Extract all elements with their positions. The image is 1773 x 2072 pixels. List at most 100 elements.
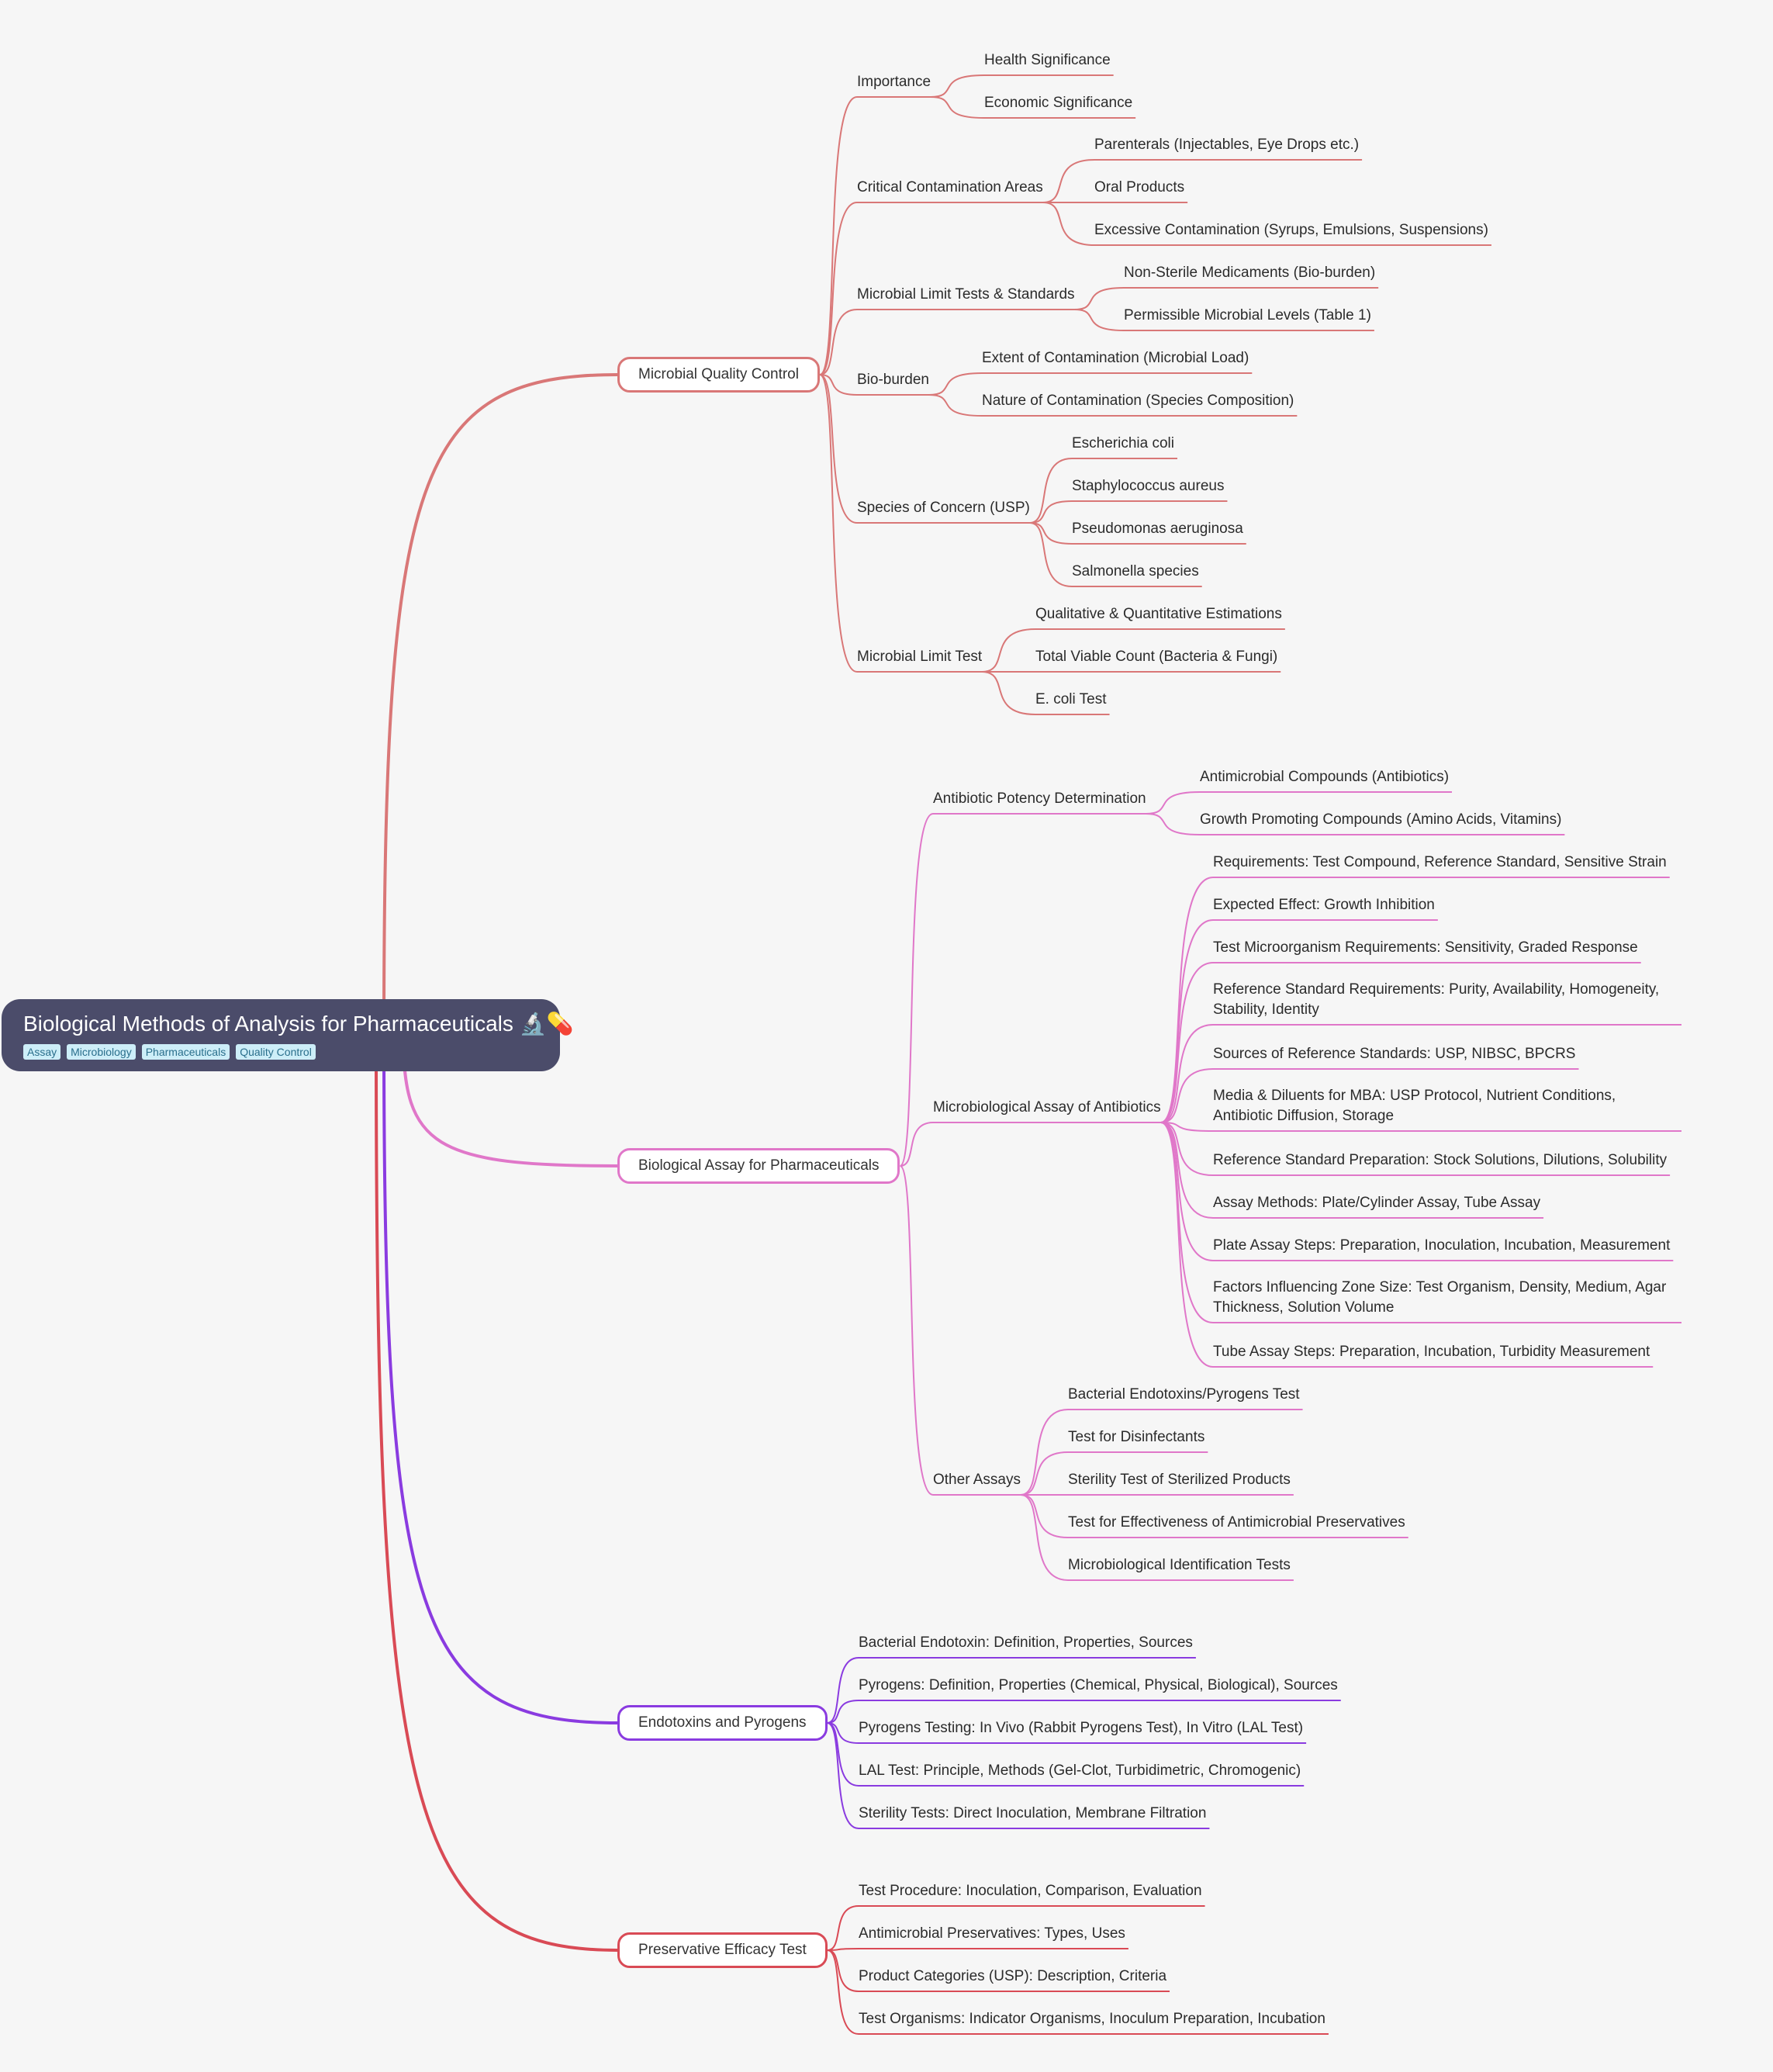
- edge-node-other-assays-link: [899, 1165, 934, 1496]
- node-microbial-limit-test[interactable]: Microbial Limit Test: [857, 649, 983, 665]
- leaf-sterility-tests[interactable]: Sterility Tests: Direct Inoculation, Mem…: [859, 1805, 1207, 1821]
- leaf-mba-test-microorganism[interactable]: Test Microorganism Requirements: Sensiti…: [1213, 939, 1638, 956]
- leaf-mba-reference-standard-requirements[interactable]: Reference Standard Requirements: Purity,…: [1213, 981, 1660, 1018]
- tag-quality-control[interactable]: Quality Control: [236, 1044, 316, 1060]
- leaf-test-for-disinfectants[interactable]: Test for Disinfectants: [1068, 1429, 1205, 1445]
- edge-leaf-mba-zone-size-factors-link: [1160, 1122, 1214, 1323]
- leaf-mba-reference-preparation[interactable]: Reference Standard Preparation: Stock So…: [1213, 1152, 1668, 1168]
- leaf-excessive-contamination[interactable]: Excessive Contamination (Syrups, Emulsio…: [1094, 222, 1488, 238]
- leaf-nature-of-contamination[interactable]: Nature of Contamination (Species Composi…: [982, 393, 1294, 409]
- leaf-bacterial-endotoxins-test[interactable]: Bacterial Endotoxins/Pyrogens Test: [1068, 1386, 1300, 1403]
- edge-leaf-pyrogens-testing-link: [827, 1722, 859, 1744]
- leaf-salmonella-species[interactable]: Salmonella species: [1072, 563, 1199, 579]
- leaf-mba-assay-methods[interactable]: Assay Methods: Plate/Cylinder Assay, Tub…: [1213, 1195, 1541, 1211]
- leaf-lal-test[interactable]: LAL Test: Principle, Methods (Gel-Clot, …: [859, 1762, 1301, 1779]
- node-antibiotic-potency[interactable]: Antibiotic Potency Determination: [933, 790, 1146, 807]
- leaf-staphylococcus-aureus[interactable]: Staphylococcus aureus: [1072, 478, 1225, 494]
- edge-leaf-mba-reference-standard-requirements-link: [1160, 1024, 1214, 1123]
- edge-node-microbiological-assay-link: [900, 1122, 934, 1167]
- node-microbial-limit-tests-standards[interactable]: Microbial Limit Tests & Standards: [857, 286, 1075, 303]
- edge-leaf-escherichia-coli-link: [1029, 458, 1073, 524]
- edge-leaf-staphylococcus-aureus-link: [1029, 500, 1073, 524]
- edge-node-antibiotic-potency-link: [899, 813, 934, 1167]
- leaf-mba-zone-size-factors[interactable]: Factors Influencing Zone Size: Test Orga…: [1213, 1279, 1667, 1316]
- leaf-growth-promoting-compounds[interactable]: Growth Promoting Compounds (Amino Acids,…: [1200, 811, 1562, 828]
- tag-assay[interactable]: Assay: [23, 1044, 61, 1060]
- tag-microbiology[interactable]: Microbiology: [67, 1044, 136, 1060]
- leaf-economic-significance[interactable]: Economic Significance: [984, 95, 1133, 111]
- leaf-test-organisms[interactable]: Test Organisms: Indicator Organisms, Ino…: [859, 2011, 1325, 2027]
- leaf-qualitative-quantitative[interactable]: Qualitative & Quantitative Estimations: [1035, 606, 1282, 622]
- branch-preservative-efficacy[interactable]: Preservative Efficacy Test: [617, 1932, 828, 1968]
- leaf-product-categories[interactable]: Product Categories (USP): Description, C…: [859, 1968, 1167, 1984]
- leaf-mba-requirements[interactable]: Requirements: Test Compound, Reference S…: [1213, 854, 1667, 870]
- leaf-mba-media-diluents[interactable]: Media & Diluents for MBA: USP Protocol, …: [1213, 1088, 1616, 1124]
- node-critical-contamination-areas[interactable]: Critical Contamination Areas: [857, 179, 1043, 195]
- leaf-e-coli-test[interactable]: E. coli Test: [1035, 691, 1107, 707]
- edge-leaf-pseudomonas-aeruginosa-link: [1029, 522, 1073, 545]
- edge-leaf-non-sterile-medicaments-link: [1074, 287, 1125, 310]
- leaf-pyrogens-testing[interactable]: Pyrogens Testing: In Vivo (Rabbit Pyroge…: [859, 1720, 1304, 1736]
- leaf-pyrogens-definition[interactable]: Pyrogens: Definition, Properties (Chemic…: [859, 1677, 1338, 1693]
- edge-root-branch-preservative-efficacy: [375, 1035, 618, 1952]
- edge-leaf-parenterals-link: [1042, 159, 1095, 203]
- edge-leaf-qualitative-quantitative-link: [982, 628, 1036, 673]
- leaf-antimicrobial-preservatives[interactable]: Antimicrobial Preservatives: Types, Uses: [859, 1925, 1125, 1942]
- leaf-mba-expected-effect[interactable]: Expected Effect: Growth Inhibition: [1213, 897, 1435, 913]
- root-title: Biological Methods of Analysis for Pharm…: [23, 1012, 574, 1036]
- edge-leaf-economic-significance-link: [931, 96, 985, 119]
- leaf-non-sterile-medicaments[interactable]: Non-Sterile Medicaments (Bio-burden): [1124, 265, 1376, 281]
- edge-leaf-antimicrobial-preservatives-link: [827, 1948, 859, 1951]
- edge-leaf-salmonella-species-link: [1029, 522, 1073, 587]
- root-node[interactable]: Biological Methods of Analysis for Pharm…: [2, 999, 574, 1071]
- leaf-total-viable-count[interactable]: Total Viable Count (Bacteria & Fungi): [1035, 649, 1278, 665]
- node-importance[interactable]: Importance: [857, 74, 931, 90]
- edge-leaf-product-categories-link: [827, 1949, 859, 1992]
- branch-endotoxins-pyrogens[interactable]: Endotoxins and Pyrogens: [617, 1705, 828, 1741]
- root-tags: Assay Microbiology Pharmaceuticals Quali…: [23, 1044, 560, 1060]
- edge-leaf-preservatives-effectiveness-link: [1020, 1494, 1069, 1538]
- leaf-health-significance[interactable]: Health Significance: [984, 52, 1111, 68]
- edge-leaf-mba-expected-effect-link: [1160, 919, 1214, 1123]
- edge-leaf-health-significance-link: [931, 74, 985, 98]
- edge-node-species-of-concern-link: [819, 374, 858, 524]
- leaf-antimicrobial-compounds[interactable]: Antimicrobial Compounds (Antibiotics): [1200, 769, 1450, 785]
- leaf-test-procedure[interactable]: Test Procedure: Inoculation, Comparison,…: [859, 1883, 1202, 1899]
- edge-node-microbial-limit-test-link: [819, 374, 858, 673]
- leaf-permissible-microbial-levels[interactable]: Permissible Microbial Levels (Table 1): [1124, 307, 1371, 323]
- edge-leaf-mba-test-microorganism-link: [1160, 962, 1214, 1123]
- leaf-parenterals[interactable]: Parenterals (Injectables, Eye Drops etc.…: [1094, 137, 1360, 153]
- node-other-assays[interactable]: Other Assays: [933, 1472, 1021, 1488]
- edge-leaf-test-for-disinfectants-link: [1020, 1451, 1069, 1496]
- leaf-preservatives-effectiveness[interactable]: Test for Effectiveness of Antimicrobial …: [1068, 1514, 1405, 1531]
- leaf-escherichia-coli[interactable]: Escherichia coli: [1072, 435, 1174, 451]
- node-microbiological-assay[interactable]: Microbiological Assay of Antibiotics: [933, 1099, 1161, 1116]
- leaf-microbiological-identification[interactable]: Microbiological Identification Tests: [1068, 1557, 1291, 1573]
- leaf-mba-tube-assay-steps[interactable]: Tube Assay Steps: Preparation, Incubatio…: [1213, 1344, 1650, 1360]
- edge-leaf-nature-of-contamination-link: [928, 394, 983, 417]
- leaf-sterility-test[interactable]: Sterility Test of Sterilized Products: [1068, 1472, 1291, 1488]
- leaf-extent-of-contamination[interactable]: Extent of Contamination (Microbial Load): [982, 350, 1249, 366]
- leaf-bacterial-endotoxin-definition[interactable]: Bacterial Endotoxin: Definition, Propert…: [859, 1634, 1193, 1651]
- branch-biological-assay[interactable]: Biological Assay for Pharmaceuticals: [617, 1148, 900, 1184]
- leaf-mba-plate-assay-steps[interactable]: Plate Assay Steps: Preparation, Inoculat…: [1213, 1237, 1671, 1254]
- edge-leaf-microbiological-identification-link: [1020, 1494, 1069, 1581]
- edge-leaf-growth-promoting-compounds-link: [1146, 813, 1201, 835]
- leaf-pseudomonas-aeruginosa[interactable]: Pseudomonas aeruginosa: [1072, 521, 1243, 537]
- edge-leaf-permissible-microbial-levels-link: [1074, 309, 1125, 331]
- edge-root-branch-endotoxins-pyrogens: [382, 1035, 618, 1724]
- edge-leaf-lal-test-link: [827, 1722, 859, 1787]
- node-bio-burden[interactable]: Bio-burden: [857, 372, 929, 388]
- edge-node-critical-contamination-areas-link: [819, 202, 858, 375]
- edge-leaf-mba-tube-assay-steps-link: [1160, 1122, 1214, 1368]
- edge-leaf-mba-plate-assay-steps-link: [1160, 1122, 1214, 1261]
- leaf-mba-sources[interactable]: Sources of Reference Standards: USP, NIB…: [1213, 1046, 1576, 1062]
- edge-leaf-mba-media-diluents-link: [1160, 1122, 1214, 1132]
- edge-root-branch-microbial-quality-control: [382, 373, 618, 1036]
- leaf-oral-products[interactable]: Oral Products: [1094, 179, 1185, 195]
- tag-pharmaceuticals[interactable]: Pharmaceuticals: [141, 1044, 230, 1060]
- branch-microbial-quality-control[interactable]: Microbial Quality Control: [617, 357, 820, 393]
- node-species-of-concern[interactable]: Species of Concern (USP): [857, 500, 1030, 516]
